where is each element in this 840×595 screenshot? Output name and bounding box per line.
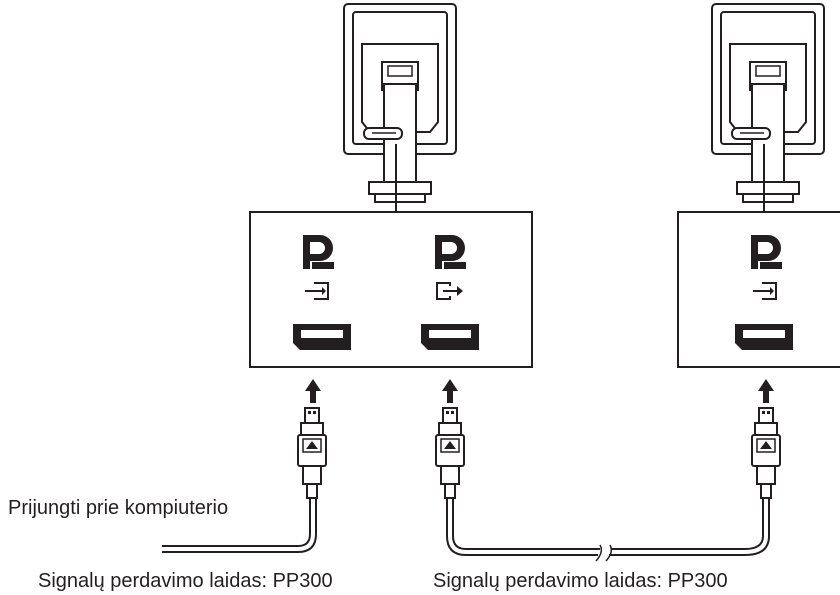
displayport-socket-icon	[735, 324, 793, 350]
cable-2-label: Signalų perdavimo laidas: PP300	[433, 570, 728, 592]
cable-break-icon	[595, 544, 613, 562]
up-arrow-icon	[305, 379, 321, 403]
port-panel-1	[249, 211, 533, 368]
signal-cable-1	[162, 498, 317, 553]
signal-cable-2	[446, 498, 770, 556]
displayport-socket-icon	[293, 324, 351, 350]
up-arrow-icon	[758, 379, 774, 403]
monitor-1-rear-icon	[343, 3, 457, 203]
displayport-plug-icon	[297, 407, 327, 499]
monitor-2-rear-icon	[711, 3, 825, 203]
displayport-plug-icon	[435, 407, 465, 499]
connect-to-pc-label: Prijungti prie kompiuterio	[8, 497, 229, 519]
displayport-plug-icon	[751, 407, 781, 499]
up-arrow-icon	[442, 379, 458, 403]
displayport-socket-icon	[421, 324, 479, 350]
cable-1-label: Signalų perdavimo laidas: PP300	[38, 570, 333, 592]
